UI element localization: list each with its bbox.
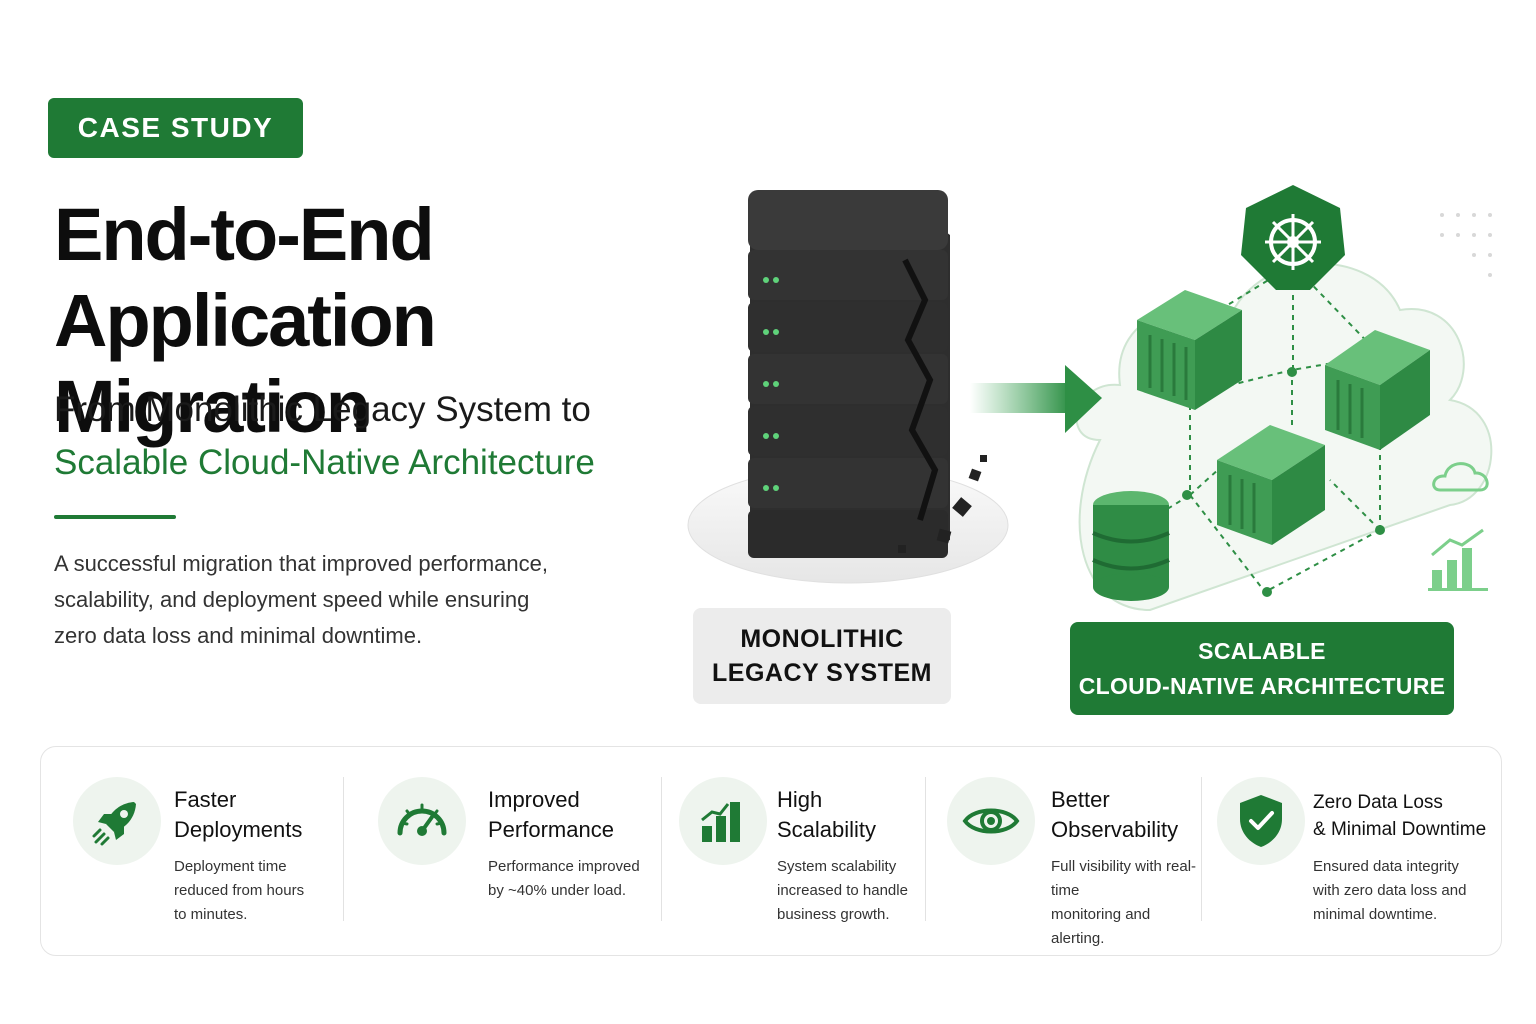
benefit-desc-line-3: to minutes. <box>174 906 248 923</box>
growth-chart-icon <box>1428 528 1488 591</box>
benefit-title: Zero Data Loss & Minimal Downtime <box>1313 789 1486 843</box>
small-cloud-icon <box>1432 462 1489 492</box>
page-title: End-to-End Application Migration <box>54 192 734 450</box>
kubernetes-icon <box>1241 185 1345 290</box>
container-cube-3 <box>1217 425 1325 545</box>
benefit-improved-performance: Improved Performance Performance improve… <box>346 747 661 957</box>
benefit-title-line-2: Observability <box>1051 817 1179 842</box>
benefit-desc-line-2: by ~40% under load. <box>488 882 627 899</box>
title-line-2: Application Migration <box>54 279 437 448</box>
benefit-title-line-2: Performance <box>488 817 614 842</box>
benefit-desc-line-2: monitoring and alerting. <box>1051 906 1151 947</box>
benefit-title-line-2: & Minimal Downtime <box>1313 819 1487 840</box>
shield-check-icon <box>1217 777 1305 865</box>
title-line-1: End-to-End <box>54 193 435 276</box>
accent-divider <box>54 515 176 519</box>
benefit-desc-line-1: Full visibility with real-time <box>1051 858 1197 899</box>
cloud-label-line-2: CLOUD-NATIVE ARCHITECTURE <box>1078 672 1446 699</box>
benefit-desc-line-1: Deployment time <box>174 858 287 875</box>
benefit-divider <box>661 777 662 921</box>
subtitle-line-2: Scalable Cloud-Native Architecture <box>54 443 595 482</box>
case-study-badge: CASE STUDY <box>48 98 303 158</box>
legacy-system-label: MONOLITHIC LEGACY SYSTEM <box>693 608 951 704</box>
description-line-1: A successful migration that improved per… <box>54 551 549 576</box>
dot-grid-decoration <box>1440 213 1492 277</box>
benefit-title-line-1: Improved <box>488 787 580 812</box>
benefit-title-line-2: Deployments <box>174 817 303 842</box>
migration-illustration <box>687 185 1493 612</box>
description-line-2: scalability, and deployment speed while … <box>54 587 530 612</box>
description-line-3: zero data loss and minimal downtime. <box>54 623 423 648</box>
benefit-description: Ensured data integrity with zero data lo… <box>1313 855 1466 927</box>
benefit-description: Full visibility with real-time monitorin… <box>1051 855 1199 951</box>
subtitle-line-1: From Monolithic Legacy System to <box>54 390 591 429</box>
benefit-desc-line-3: minimal downtime. <box>1313 906 1438 923</box>
benefit-desc-line-1: Ensured data integrity <box>1313 858 1459 875</box>
benefit-desc-line-2: increased to handle <box>777 882 908 899</box>
benefit-divider <box>925 777 926 921</box>
rocket-icon <box>73 777 161 865</box>
benefit-title: Faster Deployments <box>174 785 302 845</box>
database-icon <box>1092 491 1170 601</box>
benefit-title-line-1: Zero Data Loss <box>1313 792 1443 813</box>
network-nodes <box>1182 367 1385 597</box>
description: A successful migration that improved per… <box>54 546 614 654</box>
benefit-divider <box>1201 777 1202 921</box>
legacy-label-line-2: LEGACY SYSTEM <box>712 659 932 687</box>
benefit-better-observability: Better Observability Full visibility wit… <box>927 747 1199 957</box>
container-cube-2 <box>1325 330 1430 450</box>
benefit-title: High Scalability <box>777 785 876 845</box>
benefit-description: System scalability increased to handle b… <box>777 855 908 927</box>
benefit-desc-line-2: reduced from hours <box>174 882 305 899</box>
container-cube-1 <box>1137 290 1242 410</box>
benefit-title-line-1: Better <box>1051 787 1110 812</box>
benefit-title-line-2: Scalability <box>777 817 877 842</box>
cloud-label-line-1: SCALABLE <box>1198 637 1326 664</box>
benefit-title: Better Observability <box>1051 785 1178 845</box>
benefit-title: Improved Performance <box>488 785 614 845</box>
legacy-label-line-1: MONOLITHIC <box>740 625 904 653</box>
bar-chart-icon <box>679 777 767 865</box>
benefit-description: Performance improved by ~40% under load. <box>488 855 640 903</box>
migration-arrow <box>970 365 1102 433</box>
benefit-desc-line-3: business growth. <box>777 906 890 923</box>
benefit-desc-line-1: System scalability <box>777 858 897 875</box>
benefit-title-line-1: High <box>777 787 823 812</box>
benefit-title-line-1: Faster <box>174 787 237 812</box>
cloud-native-label: SCALABLE CLOUD-NATIVE ARCHITECTURE <box>1070 622 1454 715</box>
benefit-faster-deployments: Faster Deployments Deployment time reduc… <box>41 747 341 957</box>
speedometer-icon <box>378 777 466 865</box>
benefit-desc-line-2: with zero data loss and <box>1313 882 1467 899</box>
eye-icon <box>947 777 1035 865</box>
legacy-server-stack <box>748 190 987 558</box>
benefit-description: Deployment time reduced from hours to mi… <box>174 855 304 927</box>
benefit-divider <box>343 777 344 921</box>
benefit-desc-line-1: Performance improved <box>488 858 640 875</box>
benefit-zero-data-loss: Zero Data Loss & Minimal Downtime Ensure… <box>1203 747 1501 957</box>
benefit-high-scalability: High Scalability System scalability incr… <box>663 747 925 957</box>
benefits-panel: Faster Deployments Deployment time reduc… <box>40 746 1502 956</box>
